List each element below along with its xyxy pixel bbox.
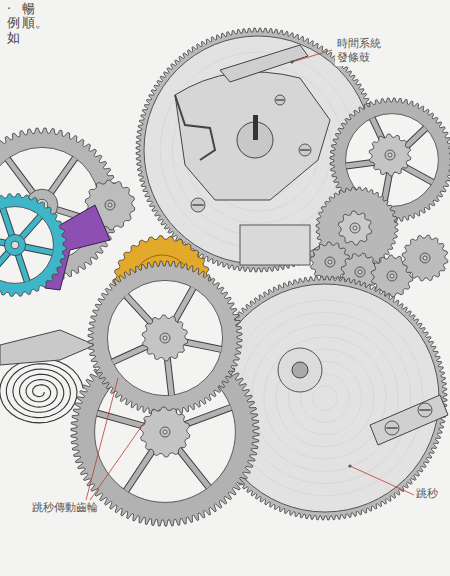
click-wire xyxy=(175,95,215,160)
arbor xyxy=(353,226,357,230)
barrel-finish xyxy=(264,337,386,459)
barrel-arbor xyxy=(292,362,308,378)
arbor xyxy=(390,274,394,278)
barrel-finish xyxy=(227,300,423,496)
barrel-bridge xyxy=(370,395,448,445)
gear-train xyxy=(0,28,450,526)
gear-wheel xyxy=(140,407,190,457)
arbor xyxy=(163,336,167,340)
part-label: 跳秒 xyxy=(414,486,440,502)
arbor xyxy=(388,153,392,157)
gear-hub xyxy=(325,257,335,267)
screw xyxy=(418,403,432,417)
leader-lines xyxy=(86,50,414,500)
gear-hub xyxy=(105,200,115,210)
gear-rim xyxy=(0,207,53,284)
plate-block xyxy=(240,225,310,265)
gear-hub xyxy=(420,253,430,263)
arbor xyxy=(423,256,427,260)
pin xyxy=(253,115,258,140)
gear-rim xyxy=(107,280,222,395)
gear-wheel xyxy=(88,261,242,415)
leader-dot xyxy=(348,464,351,467)
barrel-finish xyxy=(239,312,410,483)
screw-slot xyxy=(300,149,310,150)
screw xyxy=(299,144,311,156)
screw-slot xyxy=(192,204,203,205)
vertical-text: 暢順。 xyxy=(22,2,35,31)
screw xyxy=(385,421,399,435)
screw-slot xyxy=(419,409,430,410)
barrel-arbor xyxy=(278,348,322,392)
barrel-finish xyxy=(172,64,343,235)
leader-line xyxy=(90,420,146,500)
barrel-bridge xyxy=(175,72,330,200)
leader-line xyxy=(350,466,414,495)
gear-hub xyxy=(160,333,170,343)
gear-wheel xyxy=(338,211,372,245)
click-spring xyxy=(220,45,308,82)
arbor xyxy=(328,260,332,264)
leader-line xyxy=(86,378,118,500)
gear-hub xyxy=(385,150,395,160)
leader-line xyxy=(292,50,332,62)
hairspring xyxy=(0,359,83,423)
screw-slot xyxy=(386,427,397,428)
arbor xyxy=(11,241,19,249)
gear-wheel xyxy=(402,235,448,281)
gear-wheel xyxy=(369,134,411,176)
barrel-finish xyxy=(313,386,337,410)
arbor xyxy=(108,203,112,207)
screw xyxy=(275,95,285,105)
gear-hub xyxy=(350,223,360,233)
vertical-text: ‧例如 xyxy=(7,2,20,45)
gear-wheel xyxy=(0,194,66,297)
balance-cock xyxy=(0,330,95,365)
screw xyxy=(191,198,205,212)
part-label: 時間系統 發條鼓 xyxy=(335,36,391,66)
part-label: 跳秒傳動齒輪 xyxy=(30,500,100,516)
gear-hub xyxy=(355,267,365,277)
gear-hub xyxy=(387,271,397,281)
gear-wheel xyxy=(142,315,188,361)
barrel-finish xyxy=(252,325,399,472)
gear-hub xyxy=(160,427,170,437)
arbor xyxy=(163,430,167,434)
screw-slot xyxy=(276,99,284,100)
leader-dot xyxy=(290,60,293,63)
barrel-finish xyxy=(288,361,361,434)
arbor xyxy=(358,270,362,274)
gear-hub xyxy=(4,234,25,255)
